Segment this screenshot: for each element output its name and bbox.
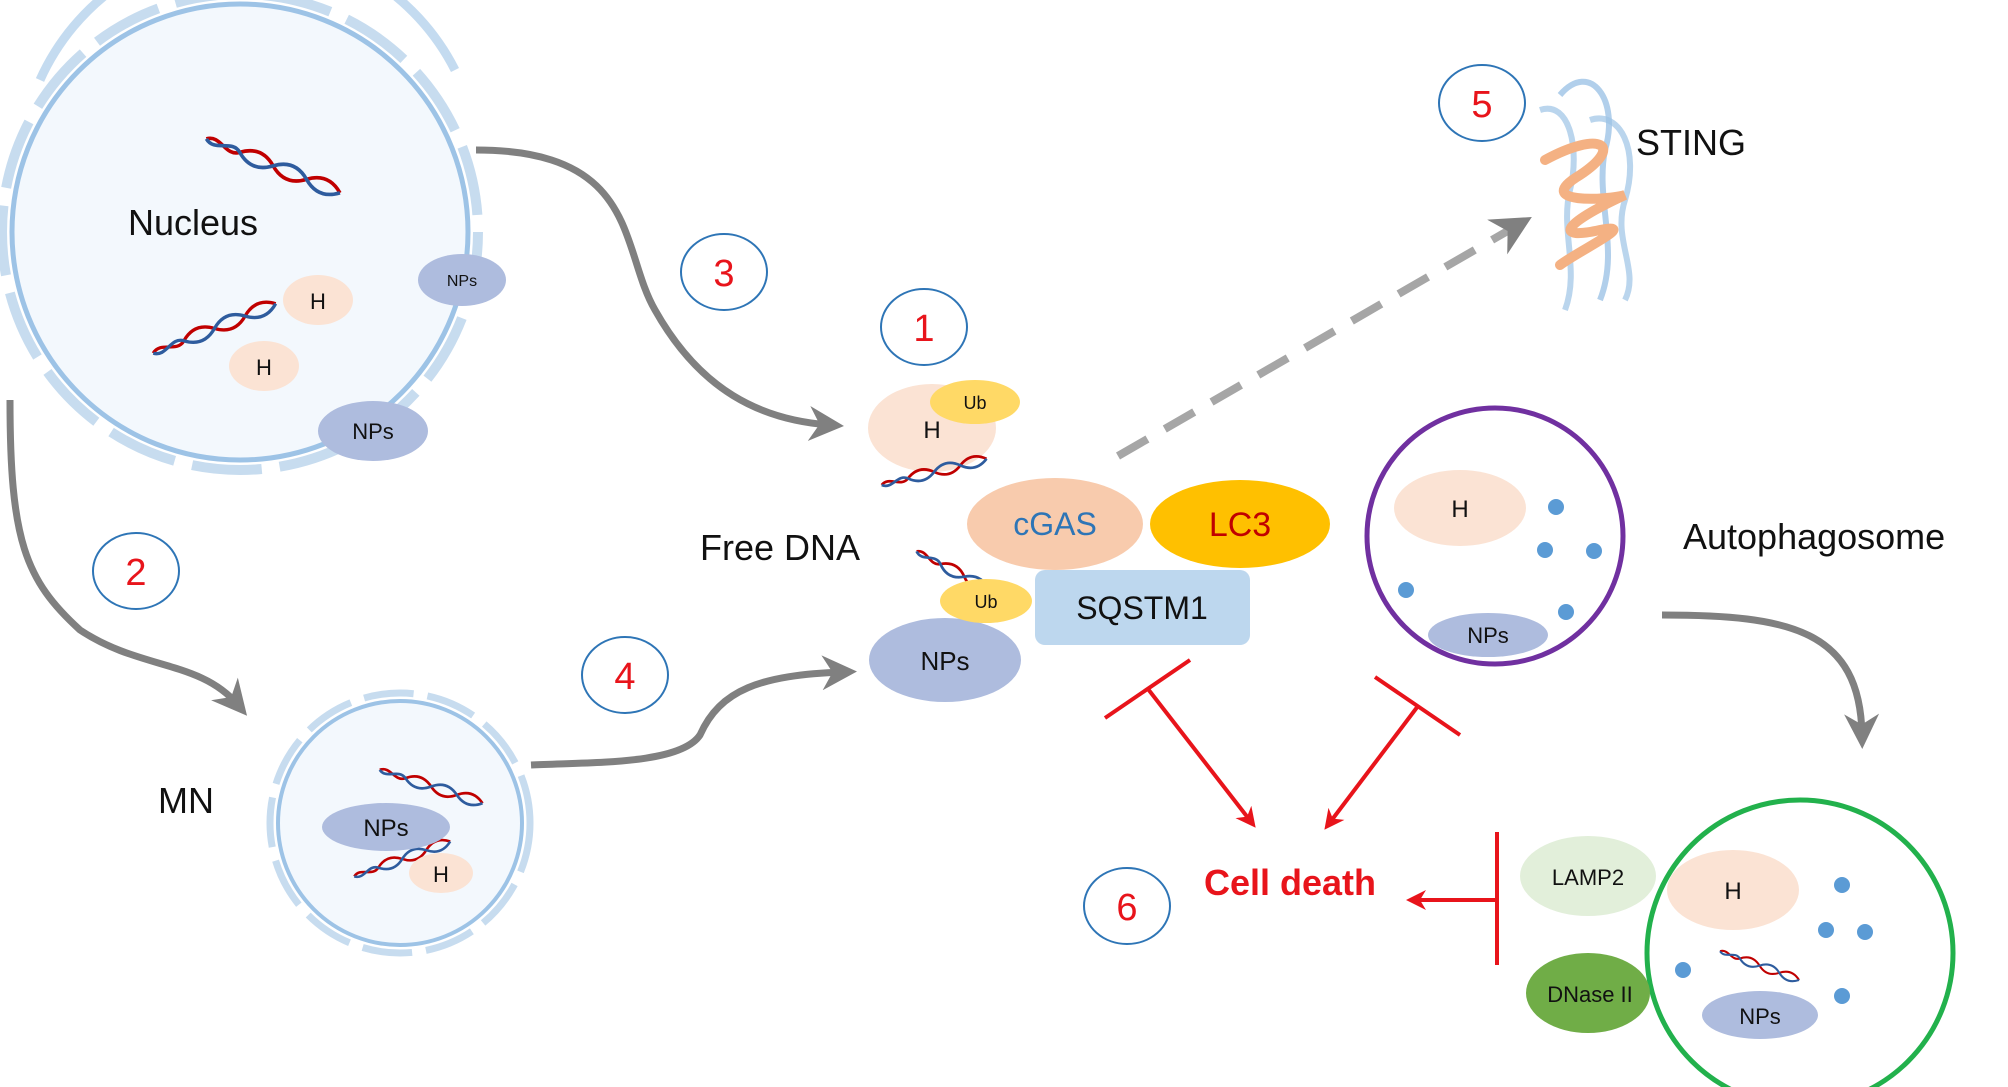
autophagosome: H NPs	[1364, 405, 1626, 667]
nucleus-label: Nucleus	[128, 202, 258, 243]
arrow-autophagosome-to-autolysosome	[1661, 611, 1880, 749]
dnase-label: DNase II	[1547, 982, 1633, 1007]
step-1: 1	[880, 288, 968, 366]
nps-autolysosome	[1702, 991, 1818, 1039]
arrow-to-sting-dashed	[1115, 216, 1532, 460]
lc3	[1150, 480, 1330, 568]
mn-label: MN	[158, 780, 214, 821]
histone-label: H	[433, 862, 449, 887]
svg-text:6: 6	[1116, 887, 1137, 929]
histone-nucleus-1	[283, 275, 353, 325]
dnase-ii	[1526, 953, 1650, 1033]
inhibition-from-complex	[1103, 658, 1256, 828]
nps-mn	[322, 803, 450, 851]
nps-label: NPs	[1467, 623, 1509, 648]
step-2: 2	[92, 532, 180, 610]
step-4: 4	[581, 636, 669, 714]
lamp2	[1520, 836, 1656, 916]
nps-label: NPs	[363, 815, 408, 842]
lc3-label: LC3	[1209, 506, 1271, 544]
nucleus: Nucleus H H NPs NPs	[0, 0, 506, 475]
autolysosome-membrane	[1644, 797, 1956, 1087]
histone-nucleus-2	[229, 341, 299, 391]
svg-text:4: 4	[614, 656, 635, 698]
arrow-mn-to-complex	[530, 655, 857, 769]
nps-autophagosome	[1428, 613, 1548, 657]
nps-label: NPs	[1739, 1004, 1781, 1029]
sting-label: STING	[1636, 122, 1746, 163]
free-dna-label: Free DNA	[700, 527, 860, 568]
inhibition-from-autolysosome	[1406, 832, 1499, 965]
histone-label: H	[256, 355, 272, 380]
lamp2-label: LAMP2	[1552, 865, 1624, 890]
sqstm1-label: SQSTM1	[1076, 590, 1208, 626]
arrow-nucleus-to-mn	[6, 399, 248, 716]
svg-text:3: 3	[713, 253, 734, 295]
nps-nucleus-1	[418, 254, 506, 306]
autophagosome-label: Autophagosome	[1683, 516, 1945, 557]
sting-protein	[1540, 138, 1628, 270]
nps-label: NPs	[352, 419, 394, 444]
svg-text:2: 2	[125, 552, 146, 594]
micronucleus: NPs H	[266, 689, 534, 957]
svg-text:1: 1	[913, 308, 934, 350]
step-5: 5	[1438, 64, 1526, 142]
cgas-complex: H Ub NPs SQSTM1 Ub cGAS LC3	[868, 380, 1330, 702]
ubiquitin-bottom	[940, 579, 1032, 623]
ub-label: Ub	[974, 592, 997, 612]
ub-label: Ub	[963, 393, 986, 413]
cgas	[967, 478, 1143, 570]
nuclear-envelope-outer	[35, 0, 460, 82]
inhibition-from-autophagosome	[1324, 675, 1462, 830]
sqstm1-box	[1035, 570, 1250, 645]
ubiquitin-top	[930, 380, 1020, 424]
nps-label: NPs	[920, 646, 969, 676]
svg-text:5: 5	[1471, 84, 1492, 126]
histone-autophagosome	[1394, 470, 1526, 546]
cell-death-label: Cell death	[1204, 862, 1376, 903]
nps-complex	[869, 618, 1021, 702]
nps-label: NPs	[447, 273, 477, 290]
nps-nucleus-2	[318, 401, 428, 461]
nucleus-membrane	[9, 1, 471, 463]
autolysosome: LAMP2 DNase II H NPs	[1520, 797, 1956, 1087]
step-6: 6	[1083, 867, 1171, 945]
arrow-nucleus-to-complex	[475, 146, 844, 441]
sting-organelle	[1539, 78, 1634, 312]
histone-label: H	[1451, 496, 1468, 523]
step-3: 3	[680, 233, 768, 311]
histone-label: H	[310, 289, 326, 314]
cgas-label: cGAS	[1013, 506, 1097, 542]
histone-mn	[409, 853, 473, 893]
histone-label: H	[1724, 878, 1741, 905]
histone-label: H	[923, 417, 940, 444]
histone-autolysosome	[1667, 850, 1799, 930]
